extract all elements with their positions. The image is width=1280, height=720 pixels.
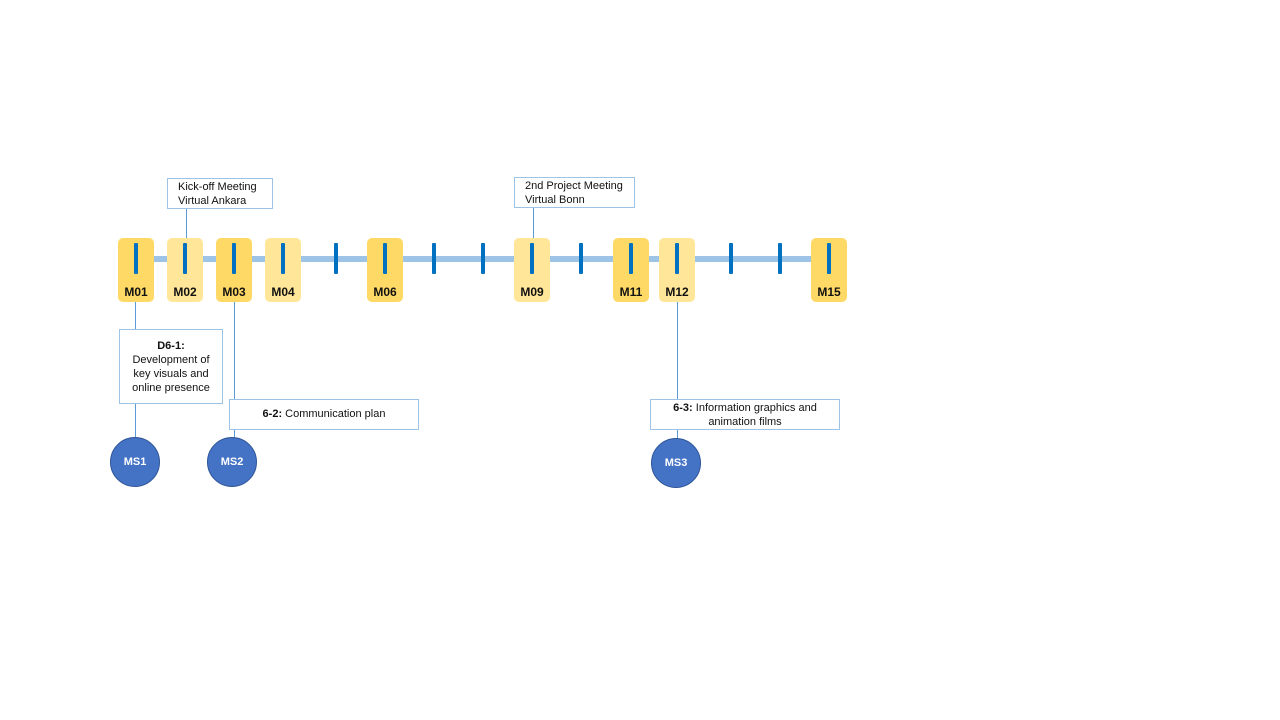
month-tick <box>629 243 633 274</box>
month-tick <box>183 243 187 274</box>
tick-m10 <box>579 243 583 274</box>
month-tick <box>281 243 285 274</box>
deliverable-6-3: 6-3: Information graphics and animation … <box>650 399 840 430</box>
deliverable-code: D6-1: <box>157 340 185 352</box>
month-label: M04 <box>271 285 295 299</box>
month-label: M03 <box>222 285 246 299</box>
month-tick <box>383 243 387 274</box>
milestone-ms3: MS3 <box>651 438 701 488</box>
deliverable-text-line: key visuals and <box>133 368 209 380</box>
connector-kickoff <box>186 209 187 238</box>
deliverable-text-line: 6-3: Information graphics and <box>673 402 817 414</box>
milestone-ms1: MS1 <box>110 437 160 487</box>
connector-ms1 <box>135 403 136 437</box>
tick-m14 <box>778 243 782 274</box>
month-tick <box>134 243 138 274</box>
timeline-bar <box>128 256 832 262</box>
connector-ms2 <box>234 430 235 437</box>
month-label: M02 <box>173 285 197 299</box>
tick-m08 <box>481 243 485 274</box>
month-m15: M15 <box>811 238 847 302</box>
month-tick <box>232 243 236 274</box>
deliverable-text-line: Development of <box>132 354 210 366</box>
connector-d62 <box>234 302 235 400</box>
month-tick <box>675 243 679 274</box>
month-m03: M03 <box>216 238 252 302</box>
connector-second-meeting <box>533 208 534 238</box>
month-label: M06 <box>373 285 397 299</box>
event-second-project-meeting: 2nd Project Meeting Virtual Bonn <box>514 177 635 208</box>
connector-d61 <box>135 302 136 329</box>
milestone-label: MS2 <box>220 456 244 468</box>
month-label: M01 <box>124 285 148 299</box>
deliverable-d6-1: D6-1: Development of key visuals and onl… <box>119 329 223 404</box>
month-tick <box>530 243 534 274</box>
month-label: M15 <box>817 285 841 299</box>
deliverable-6-2: 6-2: Communication plan <box>229 399 419 430</box>
milestone-ms2: MS2 <box>207 437 257 487</box>
event-title: 2nd Project Meeting <box>525 180 623 192</box>
month-label: M12 <box>665 285 689 299</box>
connector-ms3 <box>677 430 678 438</box>
month-tick <box>827 243 831 274</box>
month-m09: M09 <box>514 238 550 302</box>
month-m11: M11 <box>613 238 649 302</box>
month-label: M11 <box>619 285 643 299</box>
milestone-label: MS3 <box>664 457 688 469</box>
month-m12: M12 <box>659 238 695 302</box>
month-label: M09 <box>520 285 544 299</box>
deliverable-text-line: animation films <box>708 416 782 428</box>
month-m02: M02 <box>167 238 203 302</box>
deliverable-text-line: 6-2: Communication plan <box>262 408 386 420</box>
month-m01: M01 <box>118 238 154 302</box>
tick-m07 <box>432 243 436 274</box>
milestone-label: MS1 <box>123 456 147 468</box>
connector-d63 <box>677 302 678 400</box>
event-kickoff-meeting: Kick-off Meeting Virtual Ankara <box>167 178 273 209</box>
month-m06: M06 <box>367 238 403 302</box>
event-title: Kick-off Meeting <box>178 181 257 193</box>
tick-m05 <box>334 243 338 274</box>
month-m04: M04 <box>265 238 301 302</box>
tick-m13 <box>729 243 733 274</box>
event-location: Virtual Bonn <box>525 194 585 206</box>
event-location: Virtual Ankara <box>178 195 247 207</box>
deliverable-text-line: online presence <box>132 382 210 394</box>
